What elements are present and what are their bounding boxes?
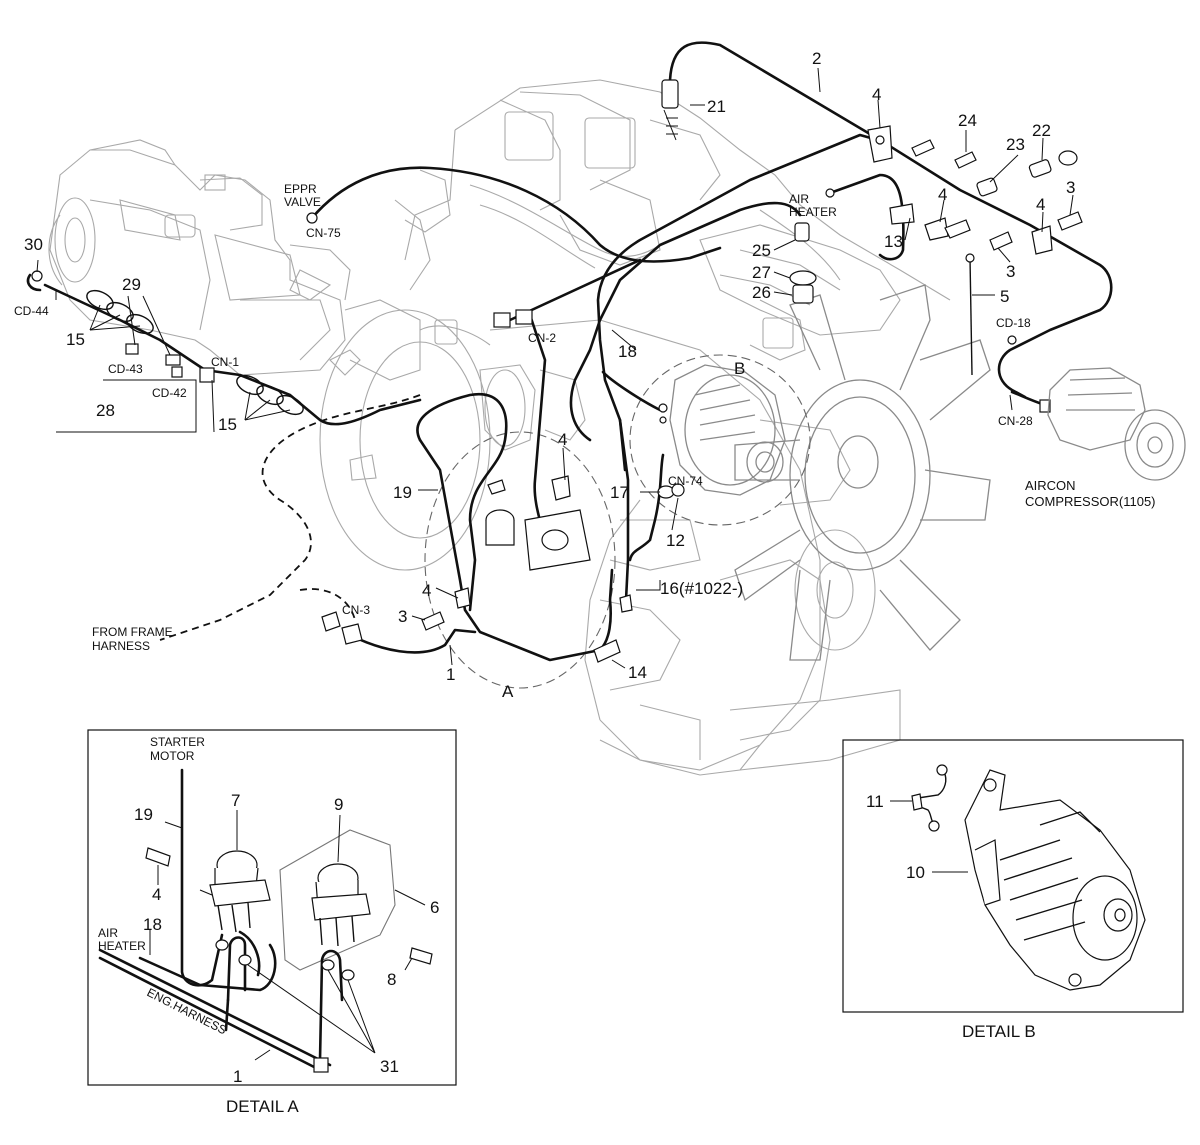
leader-lines (36, 67, 1074, 669)
label-21: 21 (707, 97, 726, 116)
main-view-labels: 30 29 15 15 28 CD-44 CD-43 CD-42 CN-1 EP… (14, 49, 1156, 701)
label-heater: HEATER (789, 205, 837, 219)
label-cn3: CN-3 (342, 603, 370, 617)
engine-block-drawing (48, 79, 991, 776)
detail-b-circle (629, 354, 811, 526)
label-23: 23 (1006, 135, 1025, 154)
label-cd18: CD-18 (996, 316, 1031, 330)
detail-a-31: 31 (380, 1057, 399, 1076)
label-cn75: CN-75 (306, 226, 341, 240)
label-cn1: CN-1 (211, 355, 239, 369)
label-cn28: CN-28 (998, 414, 1033, 428)
label-3c: 3 (398, 607, 407, 626)
label-cd44: CD-44 (14, 304, 49, 318)
label-3a: 3 (1066, 178, 1075, 197)
label-compressor: COMPRESSOR(1105) (1025, 494, 1156, 509)
detail-b-panel: DETAIL B 11 10 (842, 739, 1184, 1041)
cooling-fan (734, 284, 991, 661)
label-b: B (734, 359, 745, 378)
detail-a-title: DETAIL A (226, 1097, 299, 1116)
label-cn74: CN-74 (668, 474, 703, 488)
detail-a-panel: DETAIL A (87, 729, 457, 1116)
label-4e: 4 (422, 581, 431, 600)
label-1: 1 (446, 665, 455, 684)
label-air: AIR (789, 192, 809, 206)
label-eppr: EPPR (284, 182, 317, 196)
detail-b-11: 11 (866, 792, 884, 811)
detail-a-starter: STARTER (150, 735, 205, 749)
detail-a-9: 9 (334, 795, 343, 814)
label-25: 25 (752, 241, 771, 260)
aircon-compressor (1047, 367, 1186, 481)
label-14: 14 (628, 663, 647, 682)
detail-a-heater: HEATER (98, 939, 146, 953)
label-cd43: CD-43 (108, 362, 143, 376)
label-aircon: AIRCON (1025, 478, 1076, 493)
label-3b: 3 (1006, 262, 1015, 281)
label-15b: 15 (218, 415, 237, 434)
detail-a-4: 4 (152, 885, 161, 904)
label-22: 22 (1032, 121, 1051, 140)
label-12: 12 (666, 531, 685, 550)
detail-a-1: 1 (233, 1067, 242, 1086)
label-valve: VALVE (284, 195, 321, 209)
label-27: 27 (752, 263, 771, 282)
detail-a-8: 8 (387, 970, 396, 989)
label-4b: 4 (1036, 195, 1045, 214)
label-28: 28 (96, 401, 115, 420)
detail-a-6: 6 (430, 898, 439, 917)
label-from-frame: FROM FRAME (92, 625, 173, 639)
label-16: 16(#1022-) (660, 579, 743, 598)
label-29: 29 (122, 275, 141, 294)
label-5: 5 (1000, 287, 1009, 306)
label-18: 18 (618, 342, 637, 361)
label-17: 17 (610, 483, 629, 502)
detail-a-circle (424, 431, 616, 689)
alternator-main (669, 364, 786, 496)
label-2: 2 (812, 49, 821, 68)
label-cd42: CD-42 (152, 386, 187, 400)
label-cn2: CN-2 (528, 331, 556, 345)
detail-a-air: AIR (98, 926, 118, 940)
label-26: 26 (752, 283, 771, 302)
label-19: 19 (393, 483, 412, 502)
detail-a-7: 7 (231, 791, 240, 810)
label-30: 30 (24, 235, 43, 254)
label-24: 24 (958, 111, 977, 130)
label-15a: 15 (66, 330, 85, 349)
detail-a-18: 18 (143, 915, 162, 934)
label-4a: 4 (872, 85, 881, 104)
label-4d: 4 (558, 430, 567, 449)
label-a: A (502, 682, 514, 701)
frame-harness-dashed (159, 394, 421, 641)
detail-b-10: 10 (906, 863, 925, 882)
small-parts (31, 79, 1083, 663)
detail-b-title: DETAIL B (962, 1022, 1036, 1041)
label-13: 13 (884, 232, 903, 251)
detail-a-19: 19 (134, 805, 153, 824)
wiring-harness (26, 41, 1113, 662)
label-harness: HARNESS (92, 639, 150, 653)
label-4c: 4 (938, 185, 947, 204)
detail-a-motor: MOTOR (150, 749, 195, 763)
